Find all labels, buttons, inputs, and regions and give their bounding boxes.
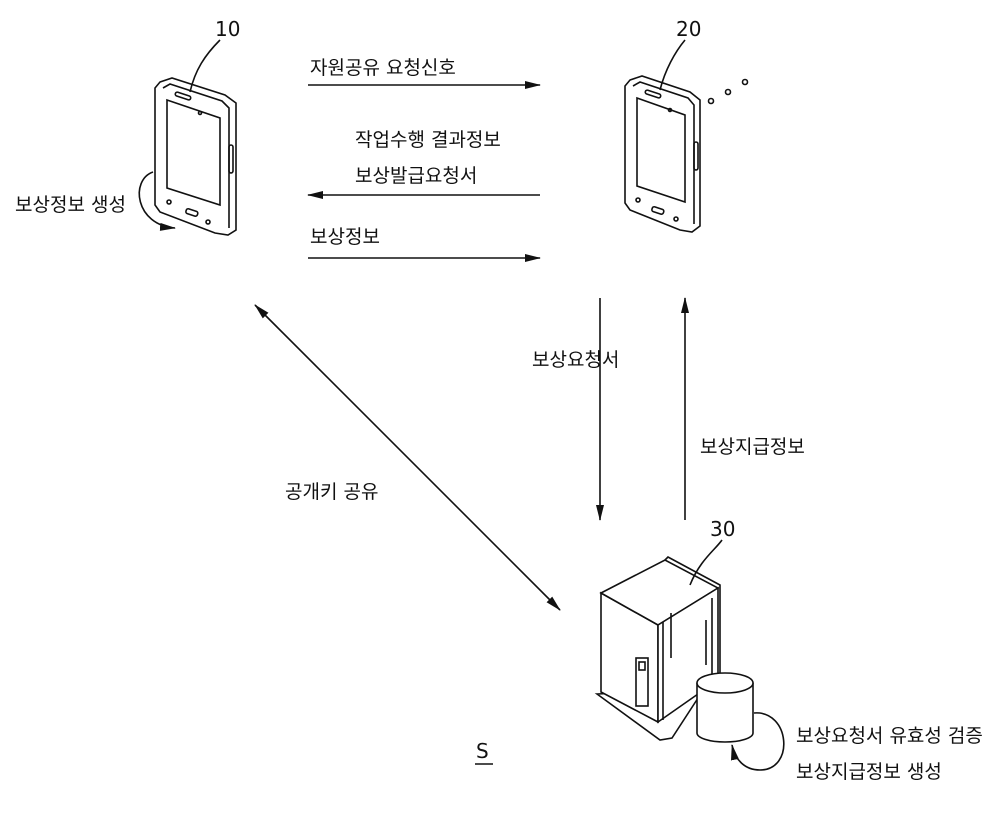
ref-20: 20 xyxy=(676,17,701,41)
label-reward-payment-info: 보상지급정보 xyxy=(700,436,805,458)
provider-terminal-phone-icon xyxy=(624,75,701,233)
server-self-loop-arrow xyxy=(731,712,785,771)
ref-30: 30 xyxy=(710,517,735,541)
more-devices-dots-icon xyxy=(707,78,749,105)
label-task-result-line2: 보상발급요청서 xyxy=(355,165,477,187)
user-terminal-phone-icon xyxy=(154,77,237,236)
database-cylinder-icon xyxy=(696,672,754,743)
label-public-key-share: 공개키 공유 xyxy=(285,481,378,503)
label-reward-info: 보상정보 xyxy=(310,226,380,248)
server-process-line1: 보상요청서 유효성 검증 xyxy=(796,725,983,747)
ref-10: 10 xyxy=(215,17,240,41)
label-task-result-line1: 작업수행 결과정보 xyxy=(355,129,501,151)
leader-line-30 xyxy=(689,539,723,586)
figure-label: S xyxy=(476,739,489,763)
self-loop-arrow xyxy=(138,171,176,231)
label-reward-request: 보상요청서 xyxy=(532,349,619,371)
generate-reward-info-label: 보상정보 생성 xyxy=(15,194,126,216)
server-icon xyxy=(594,556,721,741)
arrow-public-key-share xyxy=(254,304,561,611)
leader-line-10 xyxy=(189,39,221,93)
leader-line-20 xyxy=(659,39,686,91)
label-resource-share-request: 자원공유 요청신호 xyxy=(310,57,456,79)
server-process-line2: 보상지급정보 생성 xyxy=(796,761,942,783)
